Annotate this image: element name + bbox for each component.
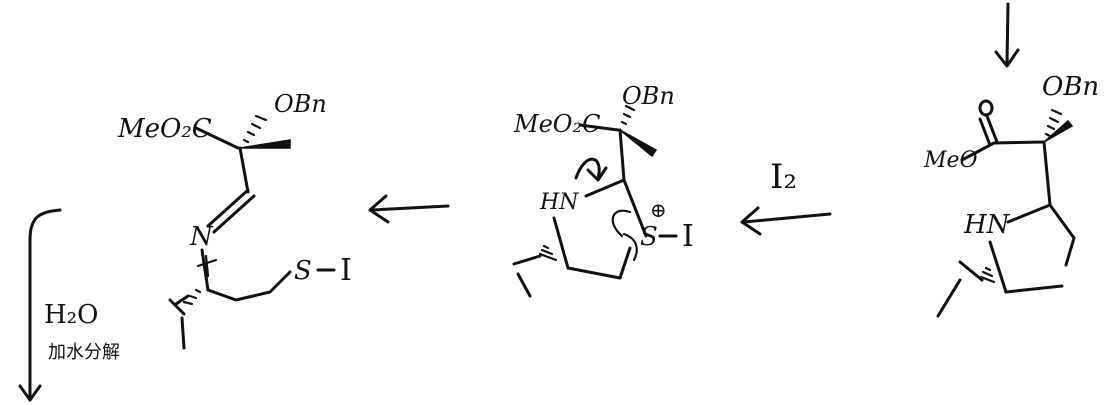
- middle-hn-label: HN: [540, 190, 579, 215]
- arrow-i2: [740, 206, 832, 236]
- middle-s-label: S: [640, 222, 658, 252]
- right-obn-label: OBn: [1042, 72, 1100, 102]
- middle-obn-label: OBn: [622, 82, 675, 110]
- left-meo2c-label: MeO₂C: [118, 114, 212, 144]
- i2-reagent-label: I₂: [770, 157, 798, 197]
- left-obn-label: OBn: [274, 90, 327, 118]
- top-down-arrow: [994, 2, 1020, 68]
- right-hn-label: HN: [964, 210, 1010, 240]
- h2o-label: H₂O: [44, 300, 99, 330]
- right-meo-label: MeO: [924, 148, 978, 173]
- hydrolysis-label: 加水分解: [48, 342, 120, 363]
- left-i-label: I: [340, 253, 352, 288]
- middle-meo2c-label: MeO₂C: [514, 110, 601, 138]
- right-molecule: [936, 99, 1076, 318]
- middle-molecule: [512, 104, 678, 298]
- left-molecule: [168, 114, 336, 350]
- left-s-label: S: [294, 256, 312, 286]
- left-n-label: N: [190, 222, 213, 252]
- middle-i-label: I: [682, 219, 694, 254]
- middle-charge-label: ⊕: [650, 198, 667, 222]
- hydrolysis-arrow: [18, 208, 62, 402]
- arrow-middle-to-left: [368, 194, 450, 224]
